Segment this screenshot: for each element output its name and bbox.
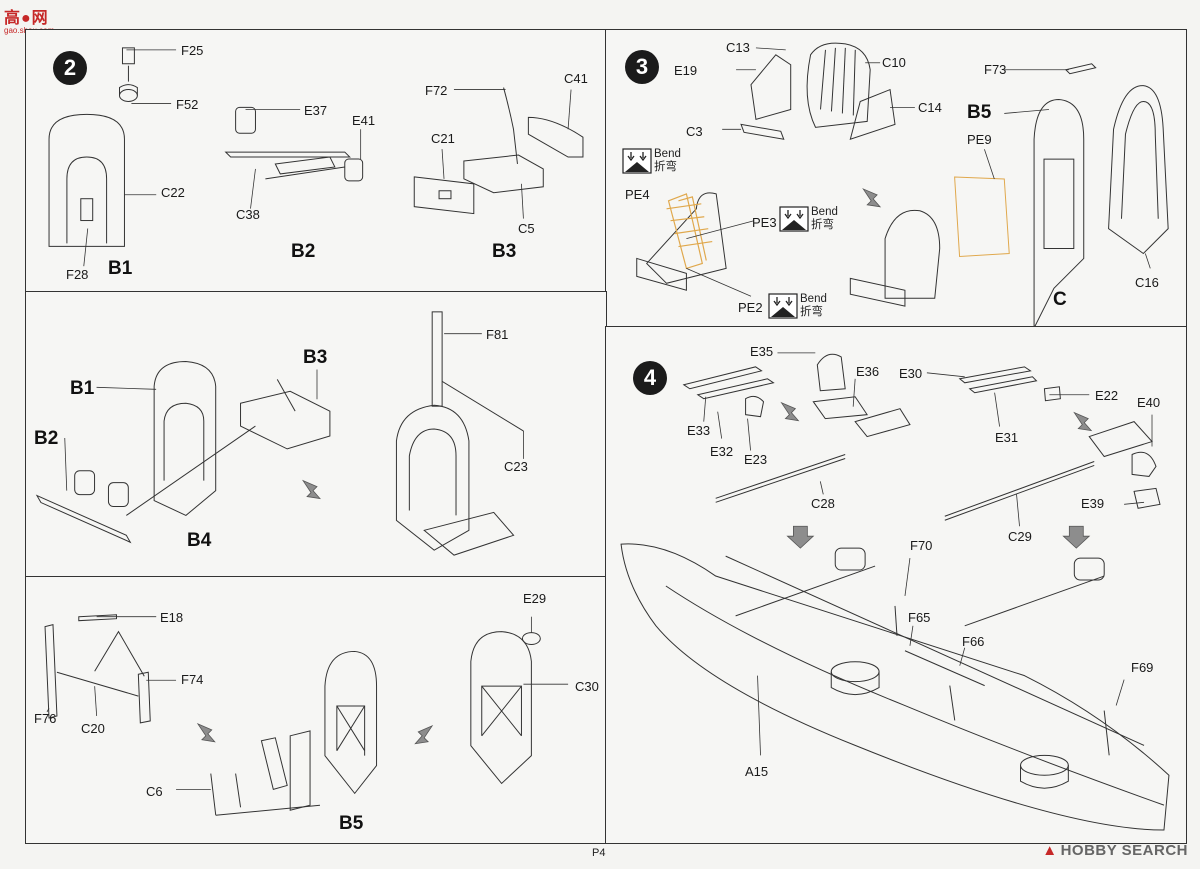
label-e23: E23	[744, 452, 768, 467]
label-e18: E18	[160, 610, 184, 625]
bend-down-icon	[768, 293, 798, 319]
watermark: ▲HOBBY SEARCH	[1042, 842, 1188, 859]
label-f69: F69	[1131, 660, 1154, 675]
label-f66: F66	[962, 634, 985, 649]
hobby-search-logo-icon: ▲	[1042, 842, 1058, 859]
step-b4-drawing	[35, 311, 524, 556]
label-c23: C23	[504, 459, 528, 474]
label-c13: C13	[726, 40, 750, 55]
label-c41: C41	[564, 71, 588, 86]
bend-note-3-en: Bend	[800, 293, 827, 305]
label-f28: F28	[66, 267, 89, 282]
bend-note-3: Bend 折弯	[768, 293, 827, 319]
label-e31: E31	[995, 430, 1019, 445]
subassembly-b2: B2	[291, 241, 316, 262]
step-3-drawing	[636, 42, 1169, 327]
step-2-number: 2	[53, 51, 87, 85]
subassembly-b5-label: B5	[339, 813, 364, 834]
step-2-drawing	[48, 47, 584, 267]
label-e37: E37	[304, 103, 328, 118]
label-e30: E30	[899, 366, 923, 381]
step-3-number: 3	[625, 50, 659, 84]
label-e36: E36	[856, 364, 880, 379]
bend-note-2-cn: 折弯	[811, 219, 834, 231]
label-c20: C20	[81, 721, 105, 736]
label-pe4: PE4	[625, 187, 650, 202]
label-c16: C16	[1135, 275, 1159, 290]
step-2-panel: 2 F25 F52 C22 F28 B1 E37 E41 C38 B2 F72 …	[25, 29, 607, 293]
page-number: P4	[592, 847, 606, 859]
label-e29: E29	[523, 591, 547, 606]
label-pe2: PE2	[738, 300, 763, 315]
label-c29: C29	[1008, 529, 1032, 544]
label-e39: E39	[1081, 496, 1105, 511]
bend-down-icon	[779, 206, 809, 232]
label-pe9: PE9	[967, 132, 992, 147]
bend-note-2: Bend 折弯	[779, 206, 838, 232]
label-e35: E35	[750, 344, 774, 359]
subassembly-b4: B4	[187, 530, 212, 551]
label-c14: C14	[918, 100, 942, 115]
label-c21: C21	[431, 131, 455, 146]
label-f72: F72	[425, 83, 448, 98]
label-e19: E19	[674, 63, 698, 78]
subassembly-b3: B3	[492, 241, 517, 262]
label-e32: E32	[710, 444, 734, 459]
bend-note-1-cn: 折弯	[654, 161, 677, 173]
label-c5: C5	[518, 221, 535, 236]
label-c28: C28	[811, 496, 835, 511]
label-c38: C38	[236, 207, 260, 222]
label-e22: E22	[1095, 388, 1119, 403]
step-4-arrows	[780, 401, 1093, 549]
bend-note-3-cn: 折弯	[800, 306, 823, 318]
step-4-number: 4	[633, 361, 667, 395]
bend-note-1-en: Bend	[654, 148, 681, 160]
label-f52: F52	[176, 97, 199, 112]
label-c3: C3	[686, 124, 703, 139]
step-b4-panel: B1 B3 B2 B4 F81 C23	[25, 291, 607, 578]
subassembly-b1-label: B1	[70, 378, 95, 399]
watermark-brand: HOBBY SEARCH	[1060, 842, 1188, 859]
label-f74: F74	[181, 672, 204, 687]
step-b4-arrow	[302, 479, 321, 500]
subassembly-c: C	[1053, 289, 1067, 310]
step-3-arrow	[862, 188, 882, 208]
step-b5-drawing	[44, 614, 569, 816]
label-c22: C22	[161, 185, 185, 200]
label-f70: F70	[910, 538, 933, 553]
step-b5-arrow-right	[196, 723, 216, 743]
label-f76: F76	[34, 711, 57, 726]
label-c30: C30	[575, 679, 599, 694]
step-b5-panel: E18 F74 F76 C20 C6 B5 E29 C30	[25, 576, 607, 844]
label-a15: A15	[745, 764, 769, 779]
label-e40: E40	[1137, 395, 1161, 410]
step-b5-arrow-left	[414, 724, 434, 745]
bend-down-icon	[622, 148, 652, 174]
subassembly-b2-label: B2	[34, 428, 59, 449]
label-c6: C6	[146, 784, 163, 799]
site-logo-text: 高●网	[4, 10, 49, 27]
label-e33: E33	[687, 423, 711, 438]
label-f73: F73	[984, 62, 1007, 77]
label-f81: F81	[486, 327, 509, 342]
label-e41: E41	[352, 113, 376, 128]
label-pe3: PE3	[752, 215, 777, 230]
bend-note-2-en: Bend	[811, 206, 838, 218]
label-f25: F25	[181, 43, 204, 58]
bend-note-1: Bend 折弯	[622, 148, 681, 174]
step-3-panel: 3 C13 E19 C10 C14 C3 F73 B5 PE9 PE4 PE3 …	[605, 29, 1187, 328]
subassembly-b3-label: B3	[303, 347, 328, 368]
step-4-drawing	[620, 352, 1170, 831]
step-4-panel: 4 E35 E36 E30 E22 E40 E33 E32 E23 E31 C2…	[605, 326, 1187, 844]
label-f65: F65	[908, 610, 931, 625]
subassembly-b5: B5	[967, 102, 992, 123]
label-c10: C10	[882, 55, 906, 70]
subassembly-b1: B1	[108, 258, 133, 279]
